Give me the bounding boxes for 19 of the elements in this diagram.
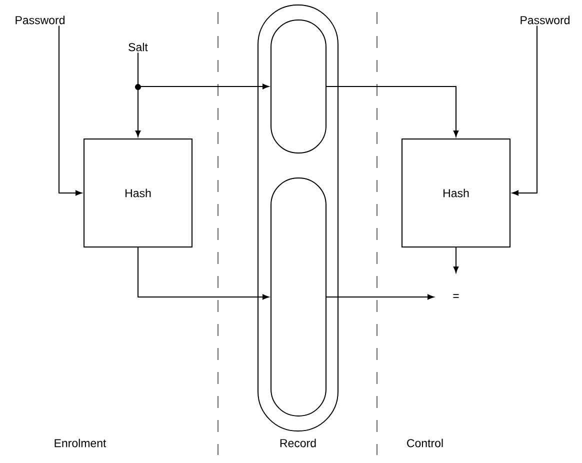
input-label: =	[453, 294, 459, 298]
input-label: Salt	[128, 42, 148, 52]
hash-box: Hash	[84, 138, 192, 248]
arrow	[138, 247, 269, 300]
arrow	[326, 294, 434, 300]
section-label: Control	[407, 438, 443, 448]
arrow	[58, 25, 82, 196]
arrow	[326, 86, 459, 137]
arrow	[512, 25, 538, 196]
capsule	[270, 178, 326, 416]
hash-box: Hash	[402, 138, 510, 248]
input-label: Password	[520, 16, 570, 24]
section-label: Record	[280, 438, 316, 448]
capsule	[258, 4, 338, 432]
input-label: Password	[16, 16, 64, 24]
capsule	[270, 20, 326, 154]
arrow	[453, 247, 459, 273]
arrow	[138, 52, 269, 90]
section-label: Enrolment	[54, 438, 106, 448]
